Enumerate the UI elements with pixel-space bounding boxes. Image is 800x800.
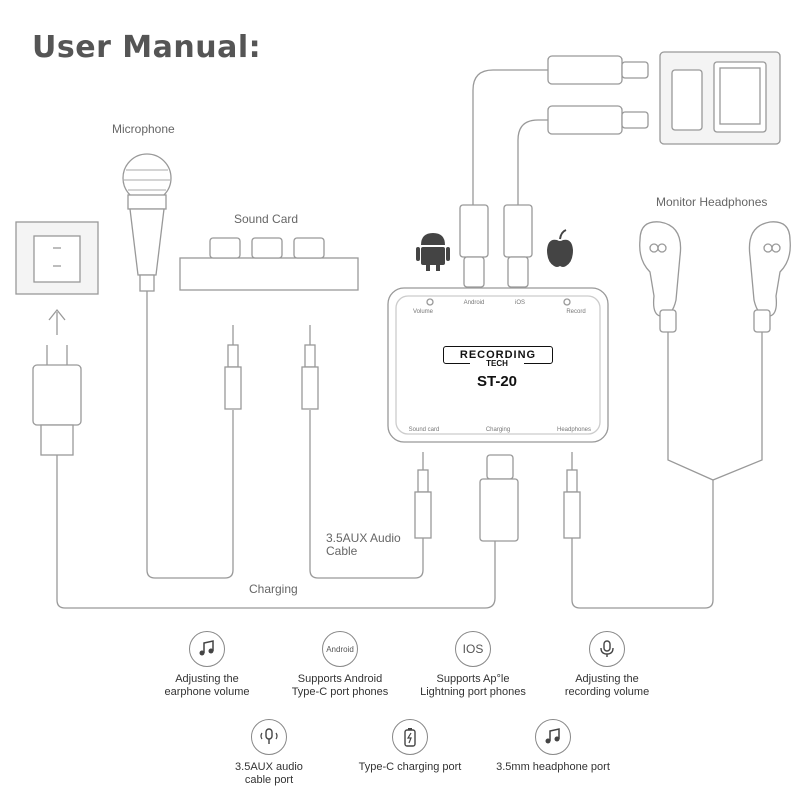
feature-line1: Adjusting the — [175, 673, 239, 685]
music-note-icon — [189, 631, 225, 667]
lightning-plug-icon — [547, 105, 649, 135]
feature-line2: Lightning port phones — [420, 686, 526, 698]
model-name: ST-20 — [476, 373, 518, 390]
apple-icon — [547, 229, 573, 267]
microphone-icon — [122, 153, 172, 292]
charging-label: Charging — [246, 582, 301, 596]
feature-line1: Supports Ap°le — [436, 673, 510, 685]
feature-line1: 3.5AUX audio — [235, 761, 303, 773]
type-c-plug-icon — [479, 454, 519, 542]
record-port-label: Record — [566, 309, 586, 315]
ios-port-label: iOS — [514, 300, 525, 306]
feature-charging-port: Type-C charging port — [325, 719, 495, 774]
feature-line2: earphone volume — [164, 686, 250, 698]
microphone-label: Microphone — [112, 122, 175, 136]
android-port-label: Android — [463, 300, 485, 306]
sound-card-label: Sound Card — [234, 212, 299, 226]
feature-line1: Adjusting the — [575, 673, 639, 685]
brand-logo-sub: TECH — [470, 359, 524, 368]
monitor-headphones-label: Monitor Headphones — [656, 195, 768, 209]
feature-line2: cable port — [244, 774, 294, 786]
android-text-icon: Android — [322, 631, 358, 667]
feature-line1: 3.5mm headphone port — [496, 761, 610, 773]
aux-jack-icon — [414, 452, 432, 539]
lightning-plug-icon — [503, 204, 533, 288]
feature-line2: Type-C port phones — [291, 686, 389, 698]
feature-headphone-port: 3.5mm headphone port — [468, 719, 638, 774]
aux-cable-label-2: Cable — [326, 544, 358, 558]
feature-line2: recording volume — [564, 686, 650, 698]
charging-port-label: Charging — [485, 427, 511, 433]
wall-socket-icon — [15, 221, 99, 295]
page-title: User Manual: — [32, 30, 262, 65]
feature-line1: Type-C charging port — [358, 761, 462, 773]
battery-icon — [392, 719, 428, 755]
headphones-port-label: Headphones — [556, 427, 592, 433]
aux-jack-icon — [563, 452, 581, 539]
aux-jack-icon — [224, 325, 242, 410]
microphone-icon — [589, 631, 625, 667]
charger-plug-icon — [32, 345, 82, 456]
ios-text-icon: IOS — [455, 631, 491, 667]
sound-card-icon — [179, 237, 359, 291]
aux-cable-label: 3.5AUX Audio — [326, 531, 401, 545]
type-c-plug-icon — [459, 204, 489, 288]
android-icon — [416, 233, 450, 271]
type-c-plug-icon — [547, 55, 649, 85]
feature-line1: Supports Android — [297, 673, 383, 685]
music-note-icon — [535, 719, 571, 755]
phone-tablet-icon — [659, 51, 781, 145]
aux-mic-icon — [251, 719, 287, 755]
headphones-icon — [639, 221, 791, 333]
aux-jack-icon — [301, 325, 319, 410]
arrow-up-icon — [48, 308, 66, 335]
volume-port-label: Volume — [412, 309, 433, 315]
sound-card-port-label: Sound card — [408, 427, 440, 433]
